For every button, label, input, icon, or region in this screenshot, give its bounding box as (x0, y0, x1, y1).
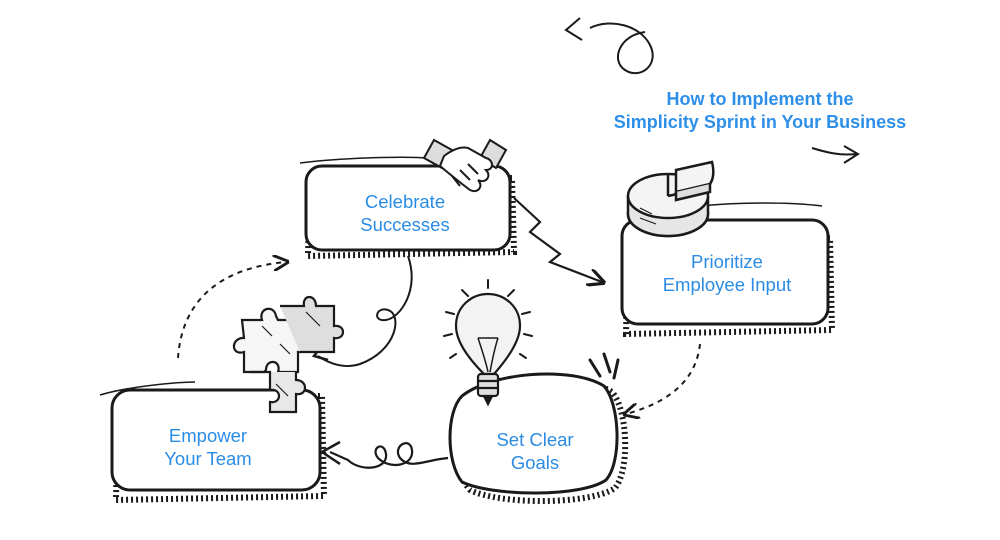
box-prioritize (620, 202, 836, 338)
step-celebrate-label: Celebrate Successes (300, 190, 510, 236)
arrow-celebrate-loop (317, 255, 413, 367)
puzzle-icon (232, 295, 345, 414)
arrow-goals-to-empower (329, 442, 449, 469)
swirl-arrow-icon (589, 22, 654, 75)
step-goals-line-2: Goals (510, 452, 560, 474)
step-goals-label: Set Clear Goals (445, 428, 625, 474)
step-prioritize-line-2: Employee Input (662, 274, 792, 296)
title-arrow-icon (811, 145, 860, 164)
title-line-1: How to Implement the (666, 89, 854, 109)
pie-chart-icon (626, 160, 715, 238)
swirl-arrowhead-icon (564, 17, 583, 41)
lightbulb-icon (443, 279, 533, 407)
handshake-icon (422, 138, 508, 192)
arrow-prioritize-to-goals (626, 343, 701, 414)
box-goals (448, 352, 629, 504)
step-empower-line-1: Empower (168, 425, 248, 446)
box-celebrate (299, 156, 518, 260)
step-prioritize-label: Prioritize Employee Input (622, 250, 832, 296)
arrow-celebrate-to-prioritize (513, 197, 602, 282)
step-goals-line-1: Set Clear (496, 429, 574, 450)
step-celebrate-line-2: Successes (360, 214, 450, 236)
arrowhead-goals-to-empower (319, 440, 341, 466)
step-empower-label: Empower Your Team (108, 424, 308, 470)
step-empower-line-2: Your Team (164, 448, 252, 470)
diagram-title: How to Implement the Simplicity Sprint i… (560, 88, 960, 133)
title-line-2: Simplicity Sprint in Your Business (613, 111, 907, 132)
step-prioritize-line-1: Prioritize (691, 251, 763, 272)
step-celebrate-line-1: Celebrate (364, 191, 446, 212)
box-empower (99, 381, 328, 504)
